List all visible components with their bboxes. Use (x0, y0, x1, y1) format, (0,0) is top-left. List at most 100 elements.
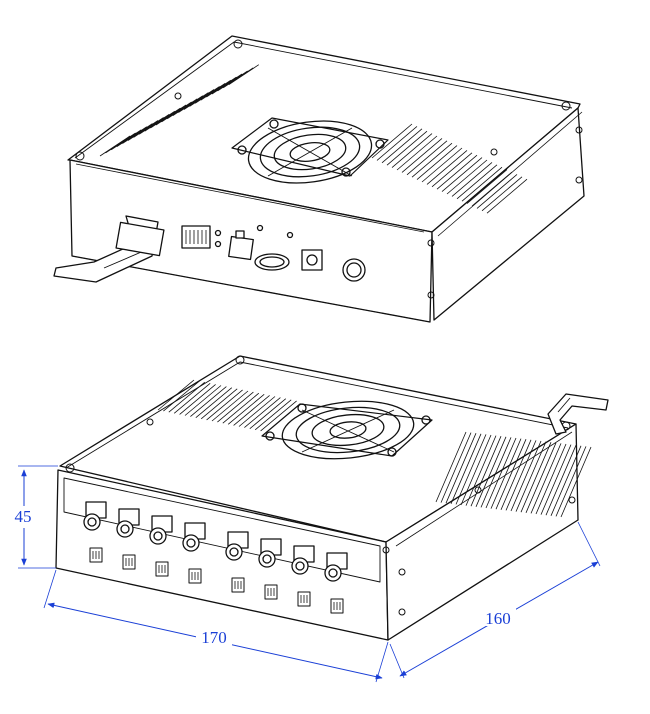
heatsink-fins (99, 64, 528, 214)
fin (525, 442, 557, 513)
fin (486, 178, 528, 214)
bnc-connector (149, 515, 173, 545)
signal-terminal (330, 598, 344, 614)
fin (466, 169, 508, 204)
fin (401, 138, 443, 173)
fin (436, 154, 478, 190)
fin (476, 174, 518, 209)
fin (206, 76, 237, 98)
fin (416, 145, 458, 180)
fin (178, 92, 209, 113)
fin (386, 130, 428, 166)
handle (53, 215, 165, 283)
serial-port (254, 253, 290, 271)
fin (431, 152, 473, 188)
fin (461, 166, 503, 202)
fin (426, 150, 468, 185)
fin (381, 128, 423, 164)
fin (485, 437, 517, 509)
fin (217, 70, 248, 92)
fin (440, 432, 472, 503)
bnc-connectors (83, 501, 348, 582)
signal-terminal (188, 568, 202, 584)
corner-screws (75, 39, 583, 299)
fin (172, 95, 204, 117)
fin (535, 443, 567, 515)
terminal-block (181, 225, 211, 249)
fin (475, 436, 507, 507)
fin (150, 107, 181, 129)
fin (105, 132, 136, 154)
fin (179, 384, 216, 415)
fin (510, 440, 542, 512)
fin (122, 123, 153, 144)
fin (450, 433, 482, 504)
fin (530, 443, 562, 514)
bnc-connector (182, 522, 206, 552)
fin (189, 86, 220, 107)
fin (376, 126, 418, 161)
fin (406, 140, 448, 176)
fin (411, 142, 453, 178)
fin (465, 435, 497, 506)
fin (217, 391, 254, 423)
fin (173, 382, 211, 414)
fin (244, 397, 281, 428)
fin (480, 437, 512, 508)
fin (222, 67, 254, 89)
dc-power-jack (301, 249, 323, 271)
fin (238, 396, 276, 427)
fin (555, 446, 587, 517)
fin (495, 439, 527, 510)
fin (222, 392, 260, 424)
heatsink-fins (157, 379, 592, 518)
fin (190, 386, 227, 417)
fin (116, 126, 148, 148)
fin (168, 381, 206, 413)
fin (166, 98, 198, 120)
bnc-connector (116, 508, 140, 538)
fin (460, 434, 492, 506)
led-indicators (214, 229, 222, 248)
fin (435, 431, 467, 503)
fin (550, 445, 582, 516)
fin (471, 171, 513, 207)
fin (451, 162, 493, 197)
fin (138, 113, 170, 135)
rj45-port (228, 230, 254, 261)
fin (110, 129, 142, 151)
signal-terminal (297, 591, 311, 607)
fin (195, 387, 233, 419)
fin (441, 157, 483, 192)
fin (249, 398, 287, 430)
signal-terminal (122, 554, 136, 570)
fin (560, 446, 592, 518)
fin (155, 104, 187, 126)
bnc-connector (83, 501, 107, 531)
fin (371, 123, 413, 159)
fin (163, 380, 200, 412)
device-rear-view (53, 35, 585, 323)
fin (456, 164, 498, 200)
fin (228, 64, 260, 86)
signal-terminal (264, 584, 278, 600)
fin (200, 79, 232, 101)
fin (505, 440, 537, 511)
fin (144, 110, 176, 132)
cooling-fan (231, 117, 389, 184)
fin (211, 390, 249, 422)
fin (446, 159, 488, 195)
fin (206, 389, 243, 421)
depth-dimension-label: 160 (485, 609, 511, 628)
device-front-view (55, 355, 609, 641)
fin (211, 73, 243, 95)
fin (396, 135, 438, 171)
fin (233, 395, 270, 426)
width-dimension-label: 170 (201, 628, 227, 647)
fin (520, 442, 552, 513)
fin (200, 388, 238, 420)
fin (391, 133, 433, 168)
fin (515, 441, 547, 512)
